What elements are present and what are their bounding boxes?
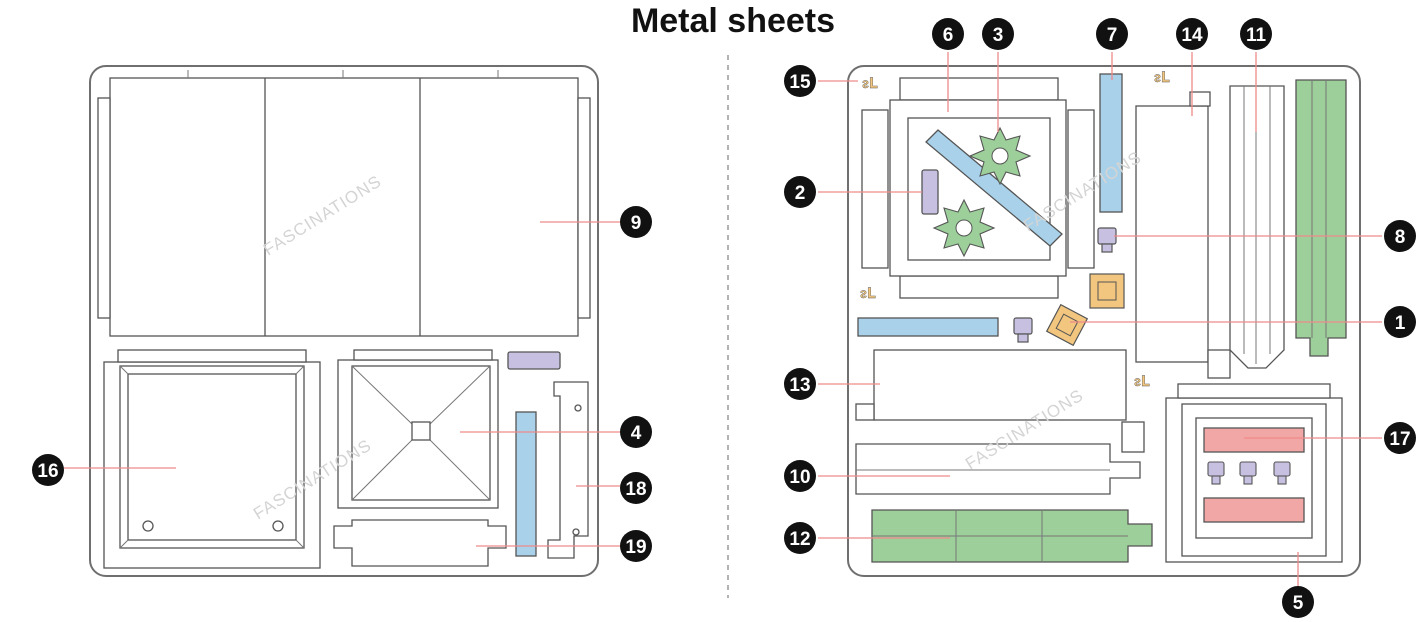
purple-small-part-left [507, 351, 561, 370]
part-3-flower-top [968, 126, 1032, 186]
callout-9: 9 [620, 206, 652, 238]
part-16-tray [103, 349, 321, 569]
orange-clip-15: ᴤL [862, 76, 878, 92]
callout-11: 11 [1240, 18, 1272, 50]
purple-pieces-row [1207, 461, 1291, 485]
part-3-flower-bottom [932, 198, 996, 258]
svg-text:5: 5 [1293, 593, 1304, 614]
part-19-strip [333, 519, 507, 567]
svg-text:9: 9 [631, 213, 642, 234]
svg-text:13: 13 [789, 375, 810, 396]
svg-text:19: 19 [625, 537, 646, 558]
svg-text:17: 17 [1389, 429, 1410, 450]
callout-3: 3 [982, 18, 1014, 50]
orange-clip-mid: ᴤL [860, 286, 876, 302]
callout-5: 5 [1282, 586, 1314, 618]
callout-13: 13 [784, 368, 816, 400]
svg-text:16: 16 [37, 461, 58, 482]
svg-text:1: 1 [1395, 313, 1406, 334]
part-12-green-rail [871, 509, 1153, 563]
callout-6: 6 [932, 18, 964, 50]
svg-text:3: 3 [993, 25, 1004, 46]
callout-10: 10 [784, 460, 816, 492]
part-1-orange-piece [1045, 303, 1089, 347]
orange-clip-upper: ᴤL [1154, 70, 1170, 86]
callout-8: 8 [1384, 220, 1416, 252]
right-sheet: ᴤL ᴤL ᴤL ᴤL [847, 65, 1361, 577]
leader-lines [64, 52, 1382, 588]
callout-14: 14 [1176, 18, 1208, 50]
svg-text:14: 14 [1181, 25, 1203, 46]
part-4-roof [337, 349, 499, 509]
blue-horizontal-bar [857, 317, 999, 337]
blue-diagonal-bar [925, 129, 1063, 247]
svg-text:4: 4 [631, 423, 642, 444]
callout-4: 4 [620, 416, 652, 448]
part-11-rail [1229, 85, 1285, 369]
orange-square-piece [1089, 273, 1125, 309]
part-7-blue-bar [1099, 73, 1123, 213]
part-17-red-bar-bottom [1203, 497, 1305, 523]
green-rail-right [1295, 79, 1347, 357]
svg-text:15: 15 [789, 72, 811, 93]
part-13-long-piece [855, 349, 1145, 453]
part-18-bracket [547, 381, 589, 559]
callout-2: 2 [784, 176, 816, 208]
blue-bar-left [515, 411, 537, 557]
svg-text:11: 11 [1246, 25, 1267, 46]
svg-text:12: 12 [789, 529, 810, 550]
part-10-rail [855, 443, 1141, 495]
orange-clip-lower: ᴤL [1134, 374, 1150, 390]
svg-text:18: 18 [625, 479, 646, 500]
svg-text:7: 7 [1107, 25, 1118, 46]
part-8-purple-piece [1097, 227, 1117, 253]
purple-piece-near-1 [1013, 317, 1033, 343]
part-6-frame [861, 77, 1095, 299]
svg-text:2: 2 [795, 183, 806, 204]
callout-1: 1 [1384, 306, 1416, 338]
part-14-panel [1135, 91, 1231, 379]
svg-text:10: 10 [789, 467, 810, 488]
callout-19: 19 [620, 530, 652, 562]
callout-17: 17 [1384, 422, 1416, 454]
part-2-purple [921, 169, 939, 215]
callout-12: 12 [784, 522, 816, 554]
svg-text:6: 6 [943, 25, 954, 46]
diagram-title: Metal sheets [631, 2, 835, 40]
part-9-panel [97, 70, 591, 337]
svg-text:8: 8 [1395, 227, 1406, 248]
part-17-red-bar-top [1203, 427, 1305, 453]
callout-7: 7 [1096, 18, 1128, 50]
callout-15: 15 [784, 65, 816, 97]
callout-16: 16 [32, 454, 64, 486]
left-sheet: FASCINATIONS FASCINATIONS [89, 65, 599, 577]
callout-18: 18 [620, 472, 652, 504]
